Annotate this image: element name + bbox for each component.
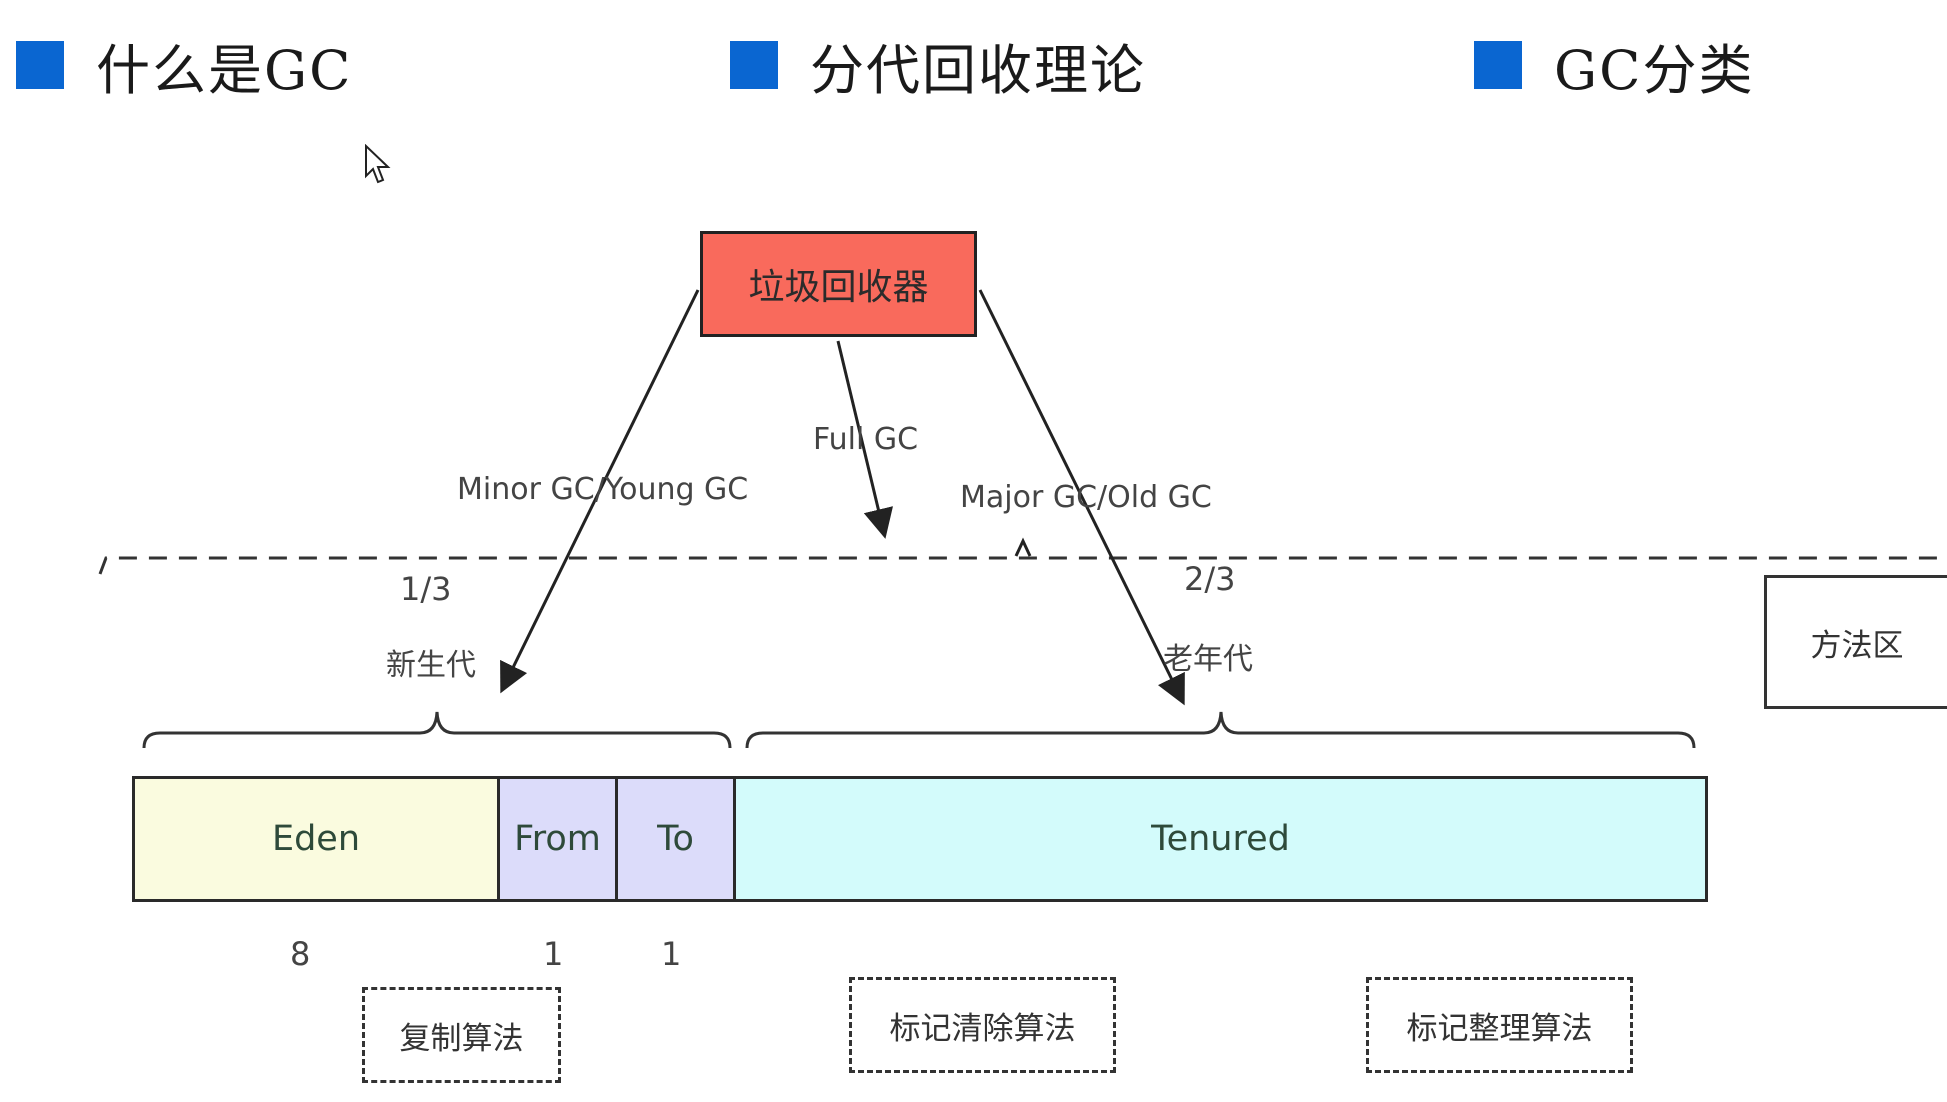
to-segment: To <box>615 776 736 902</box>
minor-gc-label: Minor GC/Young GC <box>457 472 749 507</box>
tenured-label: Tenured <box>1151 819 1290 859</box>
collector-label: 垃圾回收器 <box>748 267 929 308</box>
bullet-square-icon <box>730 41 778 89</box>
boundary-caret <box>1014 537 1032 557</box>
old-generation-label: 老年代 <box>1163 642 1253 677</box>
mark-compact-algorithm-box: 标记整理算法 <box>1366 977 1633 1073</box>
topic-label: 什么是GC <box>96 38 353 102</box>
full-gc-arrow <box>836 340 893 539</box>
method-area-box: 方法区 <box>1764 575 1947 709</box>
topic-label: 分代回收理论 <box>810 38 1146 102</box>
from-ratio: 1 <box>543 935 564 973</box>
young-generation-label: 新生代 <box>386 648 476 683</box>
mouse-cursor-icon <box>365 144 391 184</box>
eden-segment: Eden <box>132 776 500 902</box>
full-gc-label: Full GC <box>813 422 919 457</box>
copy-algorithm-box: 复制算法 <box>362 987 561 1083</box>
garbage-collector-box: 垃圾回收器 <box>700 231 977 337</box>
heap-boundary-dashed-line <box>98 556 1947 575</box>
mark-compact-algorithm-label: 标记整理算法 <box>1406 1010 1593 1047</box>
major-gc-label: Major GC/Old GC <box>960 480 1212 515</box>
tenured-segment: Tenured <box>733 776 1708 902</box>
from-segment: From <box>497 776 618 902</box>
to-ratio: 1 <box>661 935 682 973</box>
eden-ratio: 8 <box>290 935 311 973</box>
from-label: From <box>514 819 601 859</box>
mark-sweep-algorithm-label: 标记清除算法 <box>889 1010 1076 1047</box>
bullet-square-icon <box>1474 41 1522 89</box>
old-generation-brace <box>745 711 1696 749</box>
major-gc-arrow <box>978 289 1185 706</box>
young-generation-brace <box>142 711 732 749</box>
to-label: To <box>657 819 694 859</box>
copy-algorithm-label: 复制算法 <box>399 1020 524 1057</box>
topic-what-is-gc: 什么是GC <box>16 30 352 102</box>
eden-label: Eden <box>271 819 361 859</box>
young-ratio-label: 1/3 <box>400 570 452 608</box>
mark-sweep-algorithm-box: 标记清除算法 <box>849 977 1116 1073</box>
topic-generational-theory: 分代回收理论 <box>730 30 1146 102</box>
old-ratio-label: 2/3 <box>1184 560 1236 598</box>
bullet-square-icon <box>16 41 64 89</box>
topic-label: GC分类 <box>1554 38 1755 102</box>
topic-gc-types: GC分类 <box>1474 30 1754 102</box>
method-area-label: 方法区 <box>1810 627 1904 664</box>
minor-gc-arrow <box>500 289 700 694</box>
